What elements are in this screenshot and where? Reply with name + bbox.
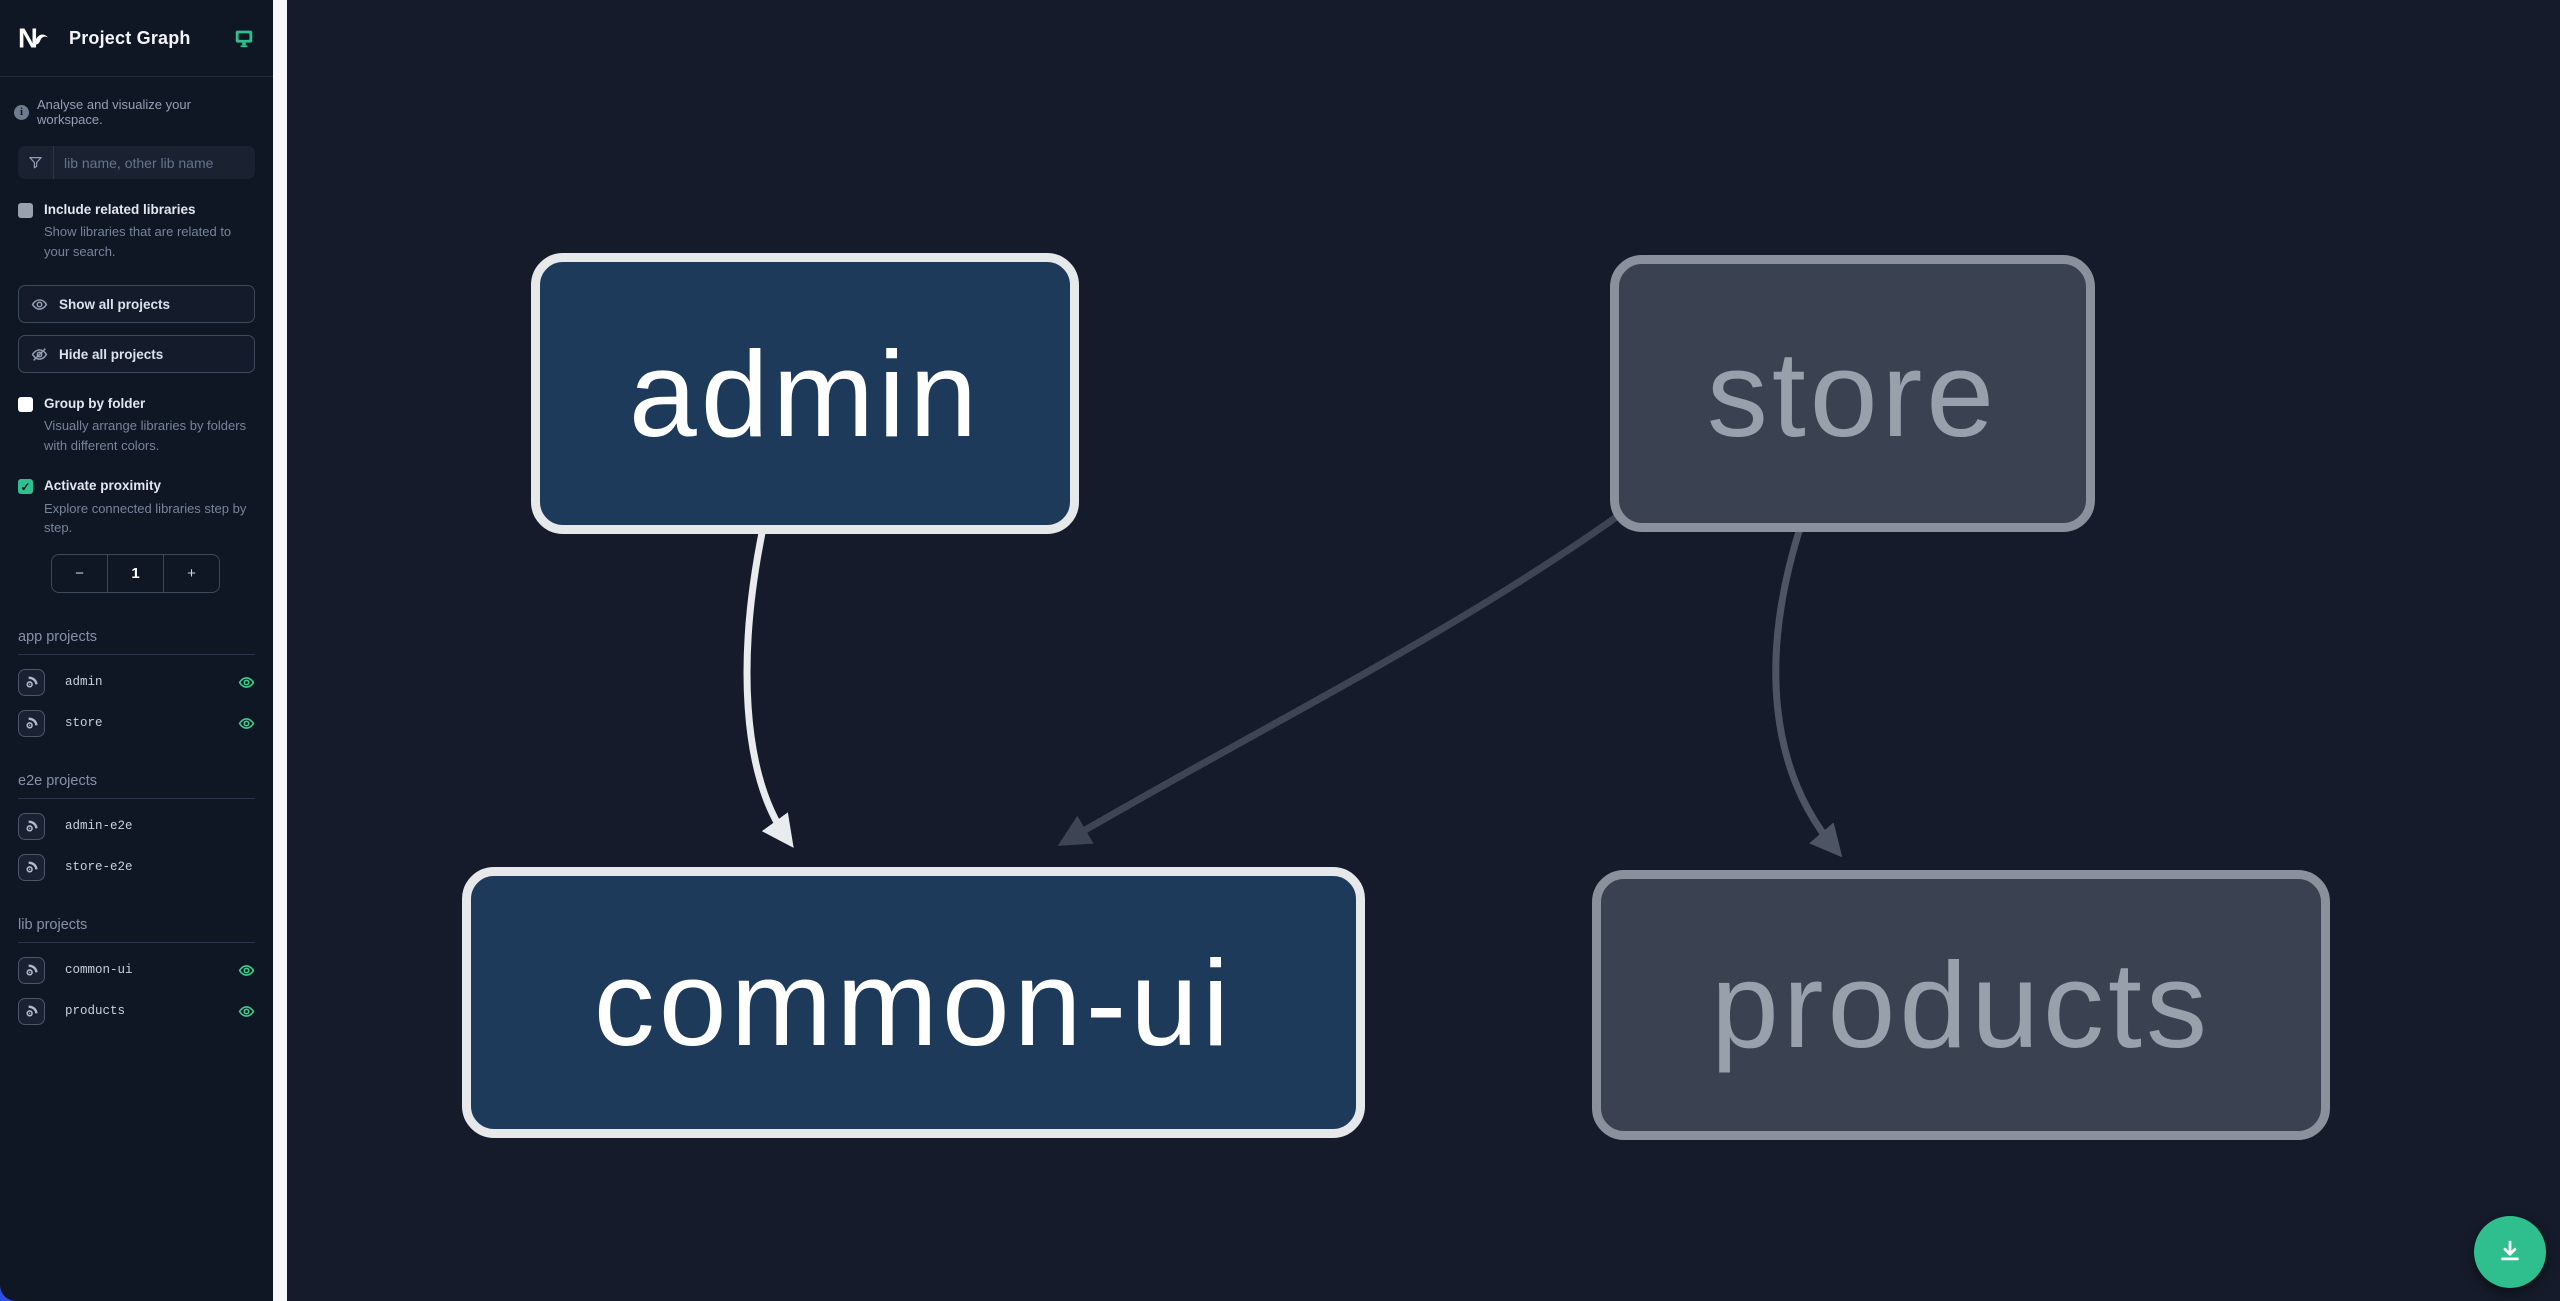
svg-text:N: N (18, 23, 38, 53)
include-related-checkbox[interactable] (18, 203, 33, 218)
focus-icon (25, 820, 38, 832)
toggle-visibility-eye-icon[interactable] (238, 674, 255, 691)
proximity-stepper: − 1 + (51, 553, 220, 593)
focus-icon (25, 676, 38, 688)
focus-project-button[interactable] (18, 709, 45, 737)
project-name: common-ui (65, 963, 133, 978)
toggle-visibility-eye-icon[interactable] (238, 715, 255, 732)
section-title: app projects (18, 629, 255, 655)
section-title: e2e projects (18, 773, 255, 799)
focus-project-button[interactable] (18, 812, 45, 840)
focus-project-button[interactable] (18, 956, 45, 984)
activate-proximity-row: ✓ Activate proximity Explore connected l… (0, 477, 273, 537)
section-app-projects: app projects admin (0, 629, 273, 737)
focus-project-button[interactable] (18, 997, 45, 1025)
project-row-common-ui: common-ui (18, 956, 255, 984)
proximity-increment-button[interactable]: + (187, 564, 196, 582)
include-related-description: Show libraries that are related to your … (44, 224, 232, 259)
section-lib-projects: lib projects common-ui (0, 917, 273, 1025)
graph-node-admin[interactable]: admin (531, 253, 1079, 534)
page-title: Project Graph (69, 27, 191, 48)
show-all-projects-button[interactable]: Show all projects (18, 285, 255, 324)
hide-all-label: Hide all projects (59, 346, 164, 362)
sidebar-scrollbar[interactable] (273, 0, 287, 1301)
project-row-admin-e2e: admin-e2e (18, 812, 255, 840)
include-related-label: Include related libraries (44, 202, 196, 217)
proximity-value: 1 (107, 554, 164, 592)
sidebar-header: N Project Graph (0, 0, 273, 77)
edge-admin-to-common-ui[interactable] (743, 527, 794, 848)
tagline-text: Analyse and visualize your workspace. (37, 97, 191, 127)
edge-store-to-products[interactable] (1772, 526, 1843, 858)
focus-icon (25, 861, 38, 873)
project-row-admin: admin (18, 668, 255, 696)
include-related-row: Include related libraries Show libraries… (0, 201, 273, 261)
project-name: store-e2e (65, 860, 133, 875)
graph-node-store[interactable]: store (1610, 255, 2095, 532)
checkmark-icon: ✓ (20, 479, 31, 494)
activate-proximity-label: Activate proximity (44, 478, 162, 494)
focus-project-button[interactable] (18, 853, 45, 881)
group-by-folder-label: Group by folder (44, 396, 146, 412)
workspace-tagline: i Analyse and visualize your workspace. (0, 77, 273, 127)
project-name: store (65, 716, 103, 731)
project-row-products: products (18, 997, 255, 1025)
group-by-folder-description: Visually arrange libraries by folders wi… (44, 418, 247, 453)
node-label: common-ui (593, 934, 1234, 1071)
activate-proximity-checkbox[interactable]: ✓ (18, 479, 33, 495)
toggle-visibility-eye-icon[interactable] (238, 1003, 255, 1020)
filter-box (18, 146, 255, 179)
project-row-store-e2e: store-e2e (18, 853, 255, 881)
project-name: products (65, 1004, 126, 1019)
group-by-folder-row: Group by folder Visually arrange librari… (0, 395, 273, 455)
focus-icon (25, 717, 38, 729)
graph-node-products[interactable]: products (1592, 870, 2330, 1140)
hide-all-projects-button[interactable]: Hide all projects (18, 335, 255, 374)
filter-funnel-icon (18, 146, 54, 179)
focus-icon (25, 964, 38, 976)
node-label: admin (628, 325, 982, 462)
section-e2e-projects: e2e projects admin-e2e store-e2e (0, 773, 273, 881)
project-name: admin (65, 675, 103, 690)
project-name: admin-e2e (65, 819, 133, 834)
activate-proximity-description: Explore connected libraries step by step… (44, 500, 247, 536)
info-icon: i (14, 104, 29, 120)
section-title: lib projects (18, 917, 255, 943)
toggle-visibility-eye-icon[interactable] (238, 962, 255, 979)
proximity-decrement-button[interactable]: − (75, 564, 84, 582)
node-label: products (1711, 937, 2211, 1073)
focus-project-button[interactable] (18, 668, 45, 696)
monitor-icon[interactable] (233, 27, 255, 49)
eye-icon (31, 298, 48, 310)
project-row-store: store (18, 709, 255, 737)
nx-logo-icon: N (18, 23, 48, 53)
eye-off-icon (31, 347, 48, 361)
graph-node-common-ui[interactable]: common-ui (462, 867, 1365, 1138)
group-by-folder-checkbox[interactable] (18, 397, 33, 413)
show-all-label: Show all projects (59, 296, 171, 312)
node-label: store (1706, 325, 1999, 462)
download-icon (2501, 1240, 2519, 1261)
download-graph-button[interactable] (2474, 1216, 2546, 1288)
focus-icon (25, 1005, 38, 1017)
filter-input[interactable] (54, 154, 255, 171)
edge-store-to-common-ui[interactable] (1057, 497, 1643, 846)
sidebar: N Project Graph i Analyse and visualize … (0, 0, 273, 1301)
